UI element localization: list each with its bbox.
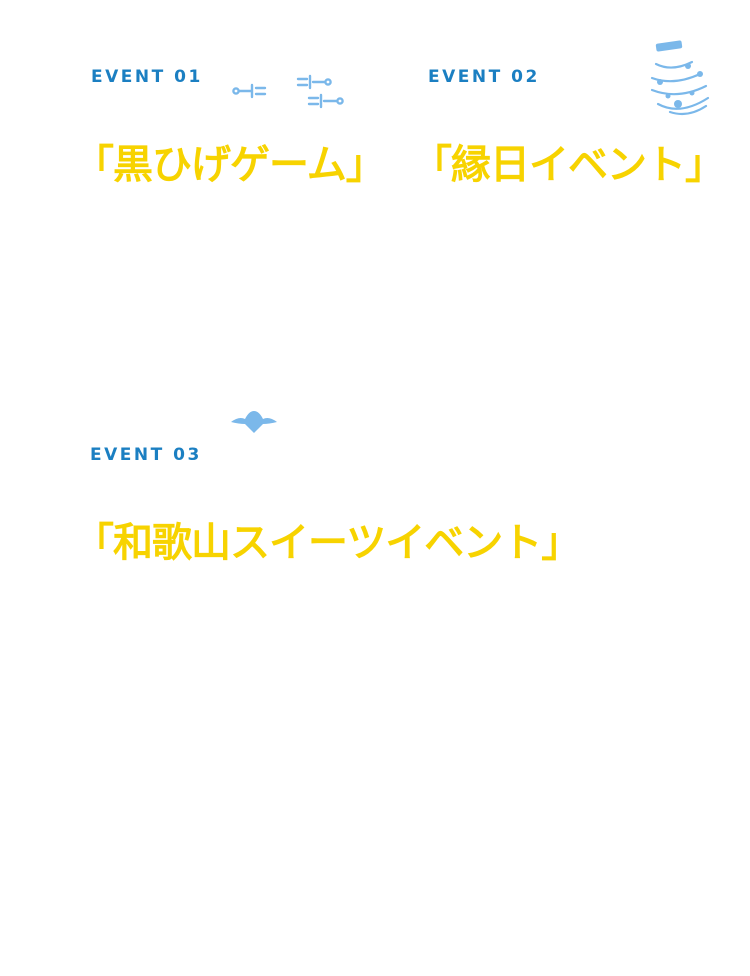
swords-icon: [232, 74, 344, 109]
event-02-label: EVENT 02: [428, 67, 540, 87]
event-02-title: 「縁日イベント」: [412, 142, 725, 188]
event-03-title: 「和歌山スイーツイベント」: [74, 520, 581, 566]
event-01-title: 「黒ひげゲーム」: [74, 142, 386, 188]
shaved-ice-icon: [650, 40, 710, 116]
cloud-sweet-icon: [231, 411, 277, 433]
event-01-label: EVENT 01: [91, 67, 203, 87]
event-03-label: EVENT 03: [90, 445, 202, 465]
